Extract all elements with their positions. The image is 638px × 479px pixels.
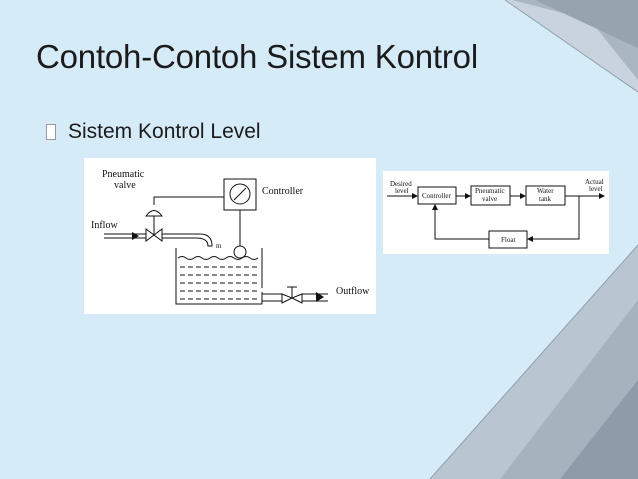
bullet-icon — [46, 124, 56, 140]
tank-block-label-2: tank — [539, 195, 552, 203]
float-block: Float — [488, 230, 528, 249]
actual-level-label: level — [589, 185, 603, 193]
pipe-outflow — [262, 286, 328, 304]
valve-label: valve — [114, 180, 136, 191]
bullet-item: Sistem Kontrol Level — [46, 120, 261, 144]
slide-title: Contoh-Contoh Sistem Kontrol — [36, 38, 478, 75]
tank-icon — [175, 245, 263, 305]
tank-block-label-1: Water — [537, 187, 554, 195]
desired-label: Desired — [390, 180, 412, 188]
outflow-label: Outflow — [336, 286, 370, 297]
block-diagram: Desired level Actual level Controller Pn… — [383, 171, 609, 254]
valve-block-label-2: valve — [482, 195, 497, 203]
pneumatic-label: Pneumatic — [102, 169, 145, 180]
tank-level-label: m — [216, 242, 222, 250]
block-diagram-arrowheads — [412, 193, 605, 242]
process-diagram: Pneumatic valve Controller Inflow Outflo… — [84, 158, 376, 314]
bullet-text: Sistem Kontrol Level — [68, 120, 261, 143]
pipe-inflow — [104, 232, 213, 247]
valve-actuator-icon — [145, 210, 163, 242]
tank-block: Water tank — [525, 185, 566, 206]
valve-block-label-1: Pneumatic — [475, 187, 505, 195]
desired-level-label: level — [395, 187, 409, 195]
actual-label: Actual — [585, 178, 604, 186]
float-block-label: Float — [501, 236, 515, 244]
controller-block-label: Controller — [422, 192, 451, 200]
controller-icon — [153, 178, 257, 248]
inflow-label: Inflow — [91, 220, 118, 231]
valve-block: Pneumatic valve — [470, 185, 511, 206]
controller-label: Controller — [262, 186, 304, 197]
controller-block: Controller — [417, 186, 457, 205]
